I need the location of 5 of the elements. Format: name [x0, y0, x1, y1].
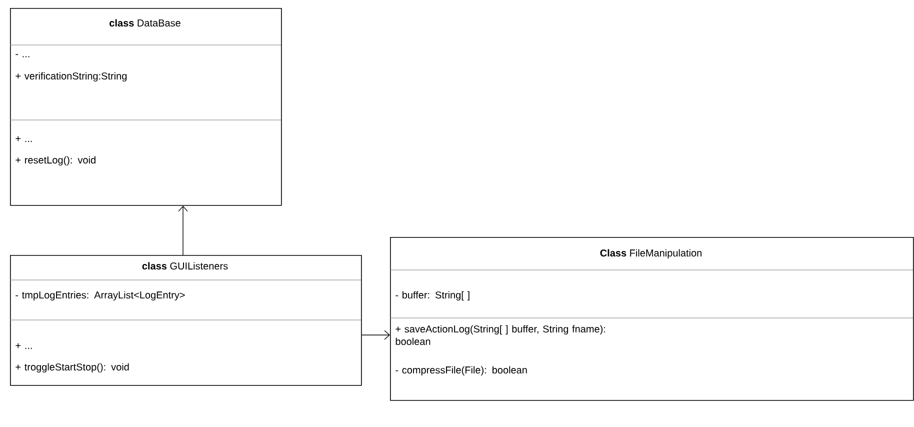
class-box: class DataBase - ... + verificationString:String + ... + resetLog(): void [10, 8, 282, 206]
class-box: Class FileManipulation - buffer: String[ ] + saveActionLog(String[ ] buffer, String fname): boolean - compressFile(File): boolean [390, 237, 914, 401]
arrow [361, 330, 390, 340]
class-box: class GUIListeners - tmpLogEntries: ArrayList<LogEntry> + ... + troggleStartStop(): void [10, 255, 362, 386]
arrow [178, 206, 188, 256]
